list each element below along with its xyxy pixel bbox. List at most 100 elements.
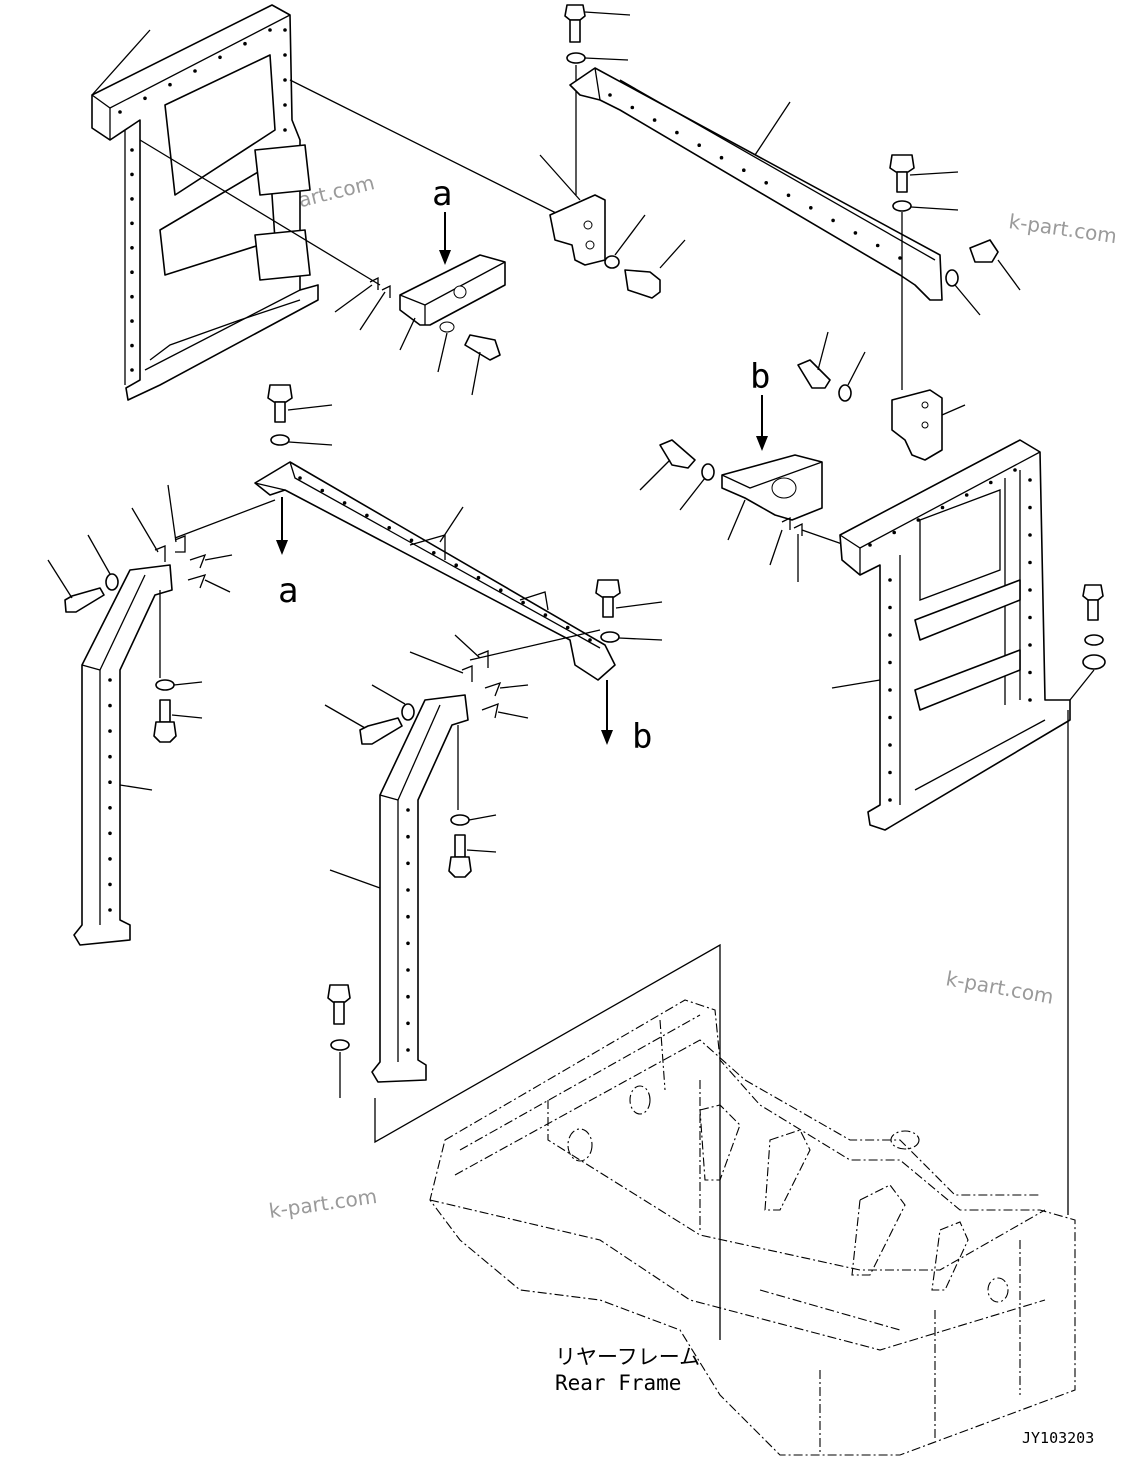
rivet-hole (143, 96, 147, 101)
rivet-hole (742, 168, 746, 172)
rivet-hole (1028, 615, 1032, 620)
rivet-hole (406, 994, 410, 999)
rivet-hole (130, 221, 134, 226)
rivet-hole (130, 246, 134, 250)
rivet-hole (118, 110, 122, 114)
rivet-hole (130, 343, 134, 348)
rivet-hole (888, 633, 892, 637)
mid-cross-beam (254, 461, 616, 681)
rivet-hole (130, 172, 134, 177)
rivet-hole (406, 834, 410, 839)
rivet-hole (1028, 588, 1032, 592)
rivet-hole (406, 968, 410, 972)
rivet-hole (499, 588, 503, 592)
bolt-right-upper (797, 331, 866, 402)
rivet-hole (130, 294, 134, 299)
bolt-mid-right (595, 579, 663, 643)
right-frame-holes (868, 468, 1032, 802)
rivet-hole (108, 678, 112, 682)
rivet-hole (108, 857, 112, 861)
upper-left-frame (91, 4, 319, 401)
ref-letter-a-top: a (432, 174, 452, 214)
rivet-hole (283, 103, 287, 107)
rivet-hole (108, 729, 112, 733)
bracket-b-upper (721, 454, 823, 541)
rivet-hole (888, 578, 892, 582)
rivet-hole (1028, 670, 1032, 675)
left-leg-holes (108, 678, 112, 912)
rivet-hole (940, 505, 945, 510)
rivet-hole (608, 93, 612, 97)
rivet-hole (283, 128, 287, 132)
rivet-hole (243, 41, 247, 46)
rivet-hole (283, 53, 287, 57)
bracket-a-upper (334, 254, 506, 396)
rivet-hole (1028, 478, 1032, 482)
top-cross-beam-holes (608, 93, 902, 260)
left-leg-bolt (153, 590, 203, 743)
middle-leg-bolt (448, 725, 497, 878)
rivet-hole (898, 256, 902, 260)
rivet-hole (432, 551, 436, 555)
rivet-hole (130, 368, 134, 372)
rivet-hole (218, 55, 222, 60)
rivet-hole (387, 526, 392, 530)
rivet-hole (406, 914, 410, 919)
rivet-hole (630, 105, 635, 110)
rivet-hole (1028, 533, 1032, 537)
rivet-hole (764, 181, 768, 185)
rivet-hole (108, 780, 112, 784)
rivet-hole (365, 513, 369, 518)
rivet-hole (588, 638, 592, 642)
rivet-hole (888, 715, 892, 720)
rivet-hole (320, 488, 325, 493)
rivet-hole (406, 808, 410, 812)
rivet-hole (168, 82, 172, 87)
upper-left-frame-holes (118, 28, 287, 372)
rivet-hole (1013, 468, 1017, 472)
clips-mid (324, 634, 529, 745)
rivet-hole (1028, 560, 1032, 565)
rivet-hole (719, 155, 724, 160)
rivet-hole (888, 605, 892, 610)
rivet-hole (868, 543, 872, 547)
rivet-hole (283, 28, 287, 32)
mid-cross-beam-holes (298, 476, 592, 642)
rivet-hole (130, 270, 134, 275)
top-bolt-2 (889, 154, 959, 390)
rivet-hole (916, 518, 921, 522)
rivet-hole (108, 908, 112, 912)
rivet-hole (888, 743, 892, 747)
rivet-hole (454, 563, 459, 567)
left-leg (73, 564, 173, 946)
middle-leg-holes (406, 808, 410, 1052)
rivet-hole (888, 770, 892, 775)
rivet-hole (108, 754, 112, 759)
rivet-hole (108, 806, 112, 810)
rivet-hole (130, 148, 134, 152)
rear-frame-label-en: Rear Frame (555, 1371, 681, 1395)
rivet-hole (875, 243, 880, 248)
rivet-hole (406, 888, 410, 892)
rivet-hole (1028, 643, 1032, 647)
rivet-hole (543, 613, 548, 617)
rivet-hole (697, 143, 701, 147)
rivet-hole (406, 1048, 410, 1052)
right-frame (831, 439, 1071, 831)
ref-letter-b-top: b (750, 357, 770, 397)
watermark-3: k-part.com (944, 966, 1055, 1009)
rivet-hole (964, 493, 969, 497)
rivet-hole (130, 319, 134, 323)
watermark-2: k-part.com (1007, 209, 1118, 248)
watermark-4: k-part.com (267, 1184, 378, 1223)
right-bolt-stack (1069, 584, 1106, 701)
rivet-hole (406, 941, 410, 946)
rivet-hole (521, 600, 525, 605)
rivet-hole (1028, 698, 1032, 702)
top-cross-beam (569, 67, 943, 301)
rear-frame (429, 999, 1076, 1456)
rivet-hole (268, 28, 272, 32)
rivet-hole (342, 501, 347, 505)
rivet-hole (565, 625, 570, 630)
